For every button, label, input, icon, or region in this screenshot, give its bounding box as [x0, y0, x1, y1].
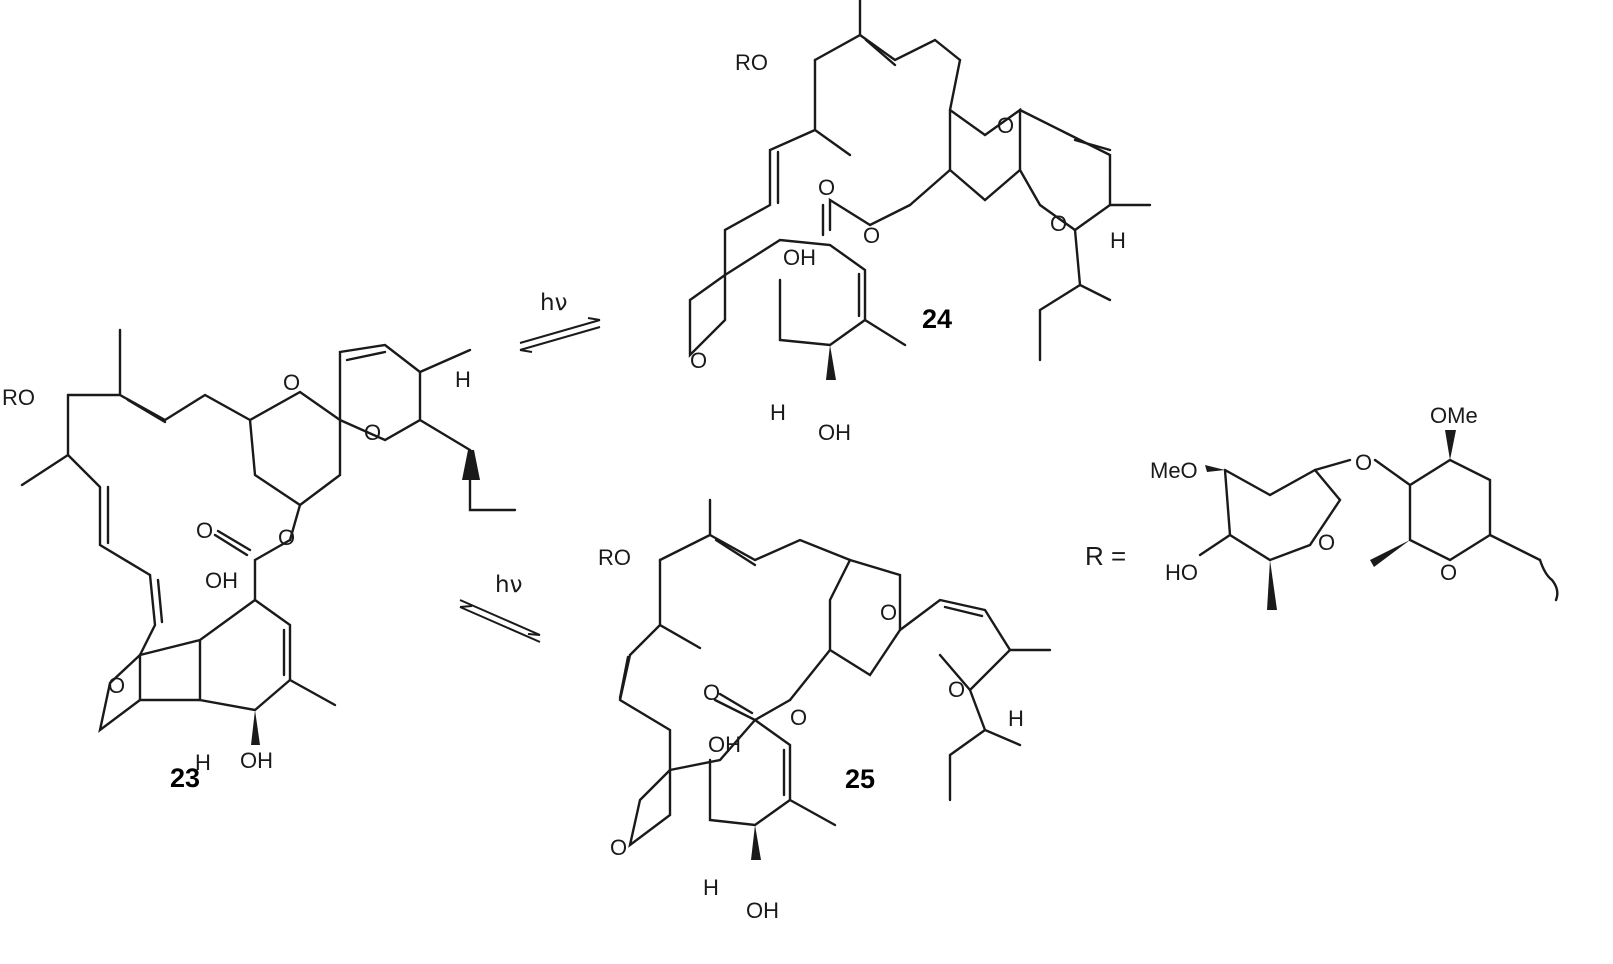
c23-oh1: OH	[205, 568, 238, 593]
c25-ester-o: O	[790, 705, 807, 730]
compound-23-structure	[20, 328, 517, 745]
c23-ring-o: O	[108, 673, 125, 698]
c24-carbonyl-o: O	[818, 175, 835, 200]
c25-pyran2-o: O	[948, 677, 965, 702]
c25-h1: H	[1008, 706, 1024, 731]
c25-ring-o: O	[610, 835, 627, 860]
c24-ring-o: O	[690, 348, 707, 373]
r-ho: HO	[1165, 560, 1198, 585]
c23-oh2: OH	[240, 748, 273, 773]
c24-h1: H	[1110, 228, 1126, 253]
r-substituent-structure	[1198, 430, 1559, 610]
compound-25-structure	[618, 498, 1052, 860]
c25-pyran-o: O	[880, 600, 897, 625]
c24-ro-label: RO	[735, 50, 768, 75]
c23-ester-o: O	[278, 525, 295, 550]
c23-carbonyl-o: O	[196, 518, 213, 543]
c23-pyran-o: O	[283, 370, 300, 395]
compound-25-label: 25	[845, 764, 875, 794]
c24-ester-o: O	[863, 223, 880, 248]
c23-ro-label: RO	[2, 385, 35, 410]
r-ome1: MeO	[1150, 458, 1198, 483]
r-ome2: OMe	[1430, 403, 1478, 428]
c24-pyran2-o: O	[1050, 211, 1067, 236]
r-ring1-o: O	[1318, 530, 1335, 555]
equilibrium-arrow-bottom	[459, 599, 541, 643]
r-link-o: O	[1355, 450, 1372, 475]
r-equals-label: R =	[1085, 541, 1126, 571]
equilibrium-arrow-top	[519, 317, 601, 353]
c24-oh1: OH	[783, 245, 816, 270]
bottom-arrow-condition: hν	[495, 572, 522, 598]
c23-h1: H	[455, 367, 471, 392]
c24-h2: H	[770, 400, 786, 425]
c25-oh2: OH	[746, 898, 779, 923]
compound-23-label: 23	[170, 763, 200, 793]
c25-carbonyl-o: O	[703, 680, 720, 705]
c25-ro-label: RO	[598, 545, 631, 570]
compound-24-structure	[688, 0, 1152, 380]
compound-24-label: 24	[922, 304, 952, 334]
c25-h2: H	[703, 875, 719, 900]
top-arrow-condition: hν	[540, 290, 567, 316]
c23-h2: H	[195, 750, 211, 775]
c23-pyran2-o: O	[364, 420, 381, 445]
c25-oh1: OH	[708, 732, 741, 757]
c24-oh2: OH	[818, 420, 851, 445]
c24-pyran-o: O	[997, 113, 1014, 138]
r-ring2-o: O	[1440, 560, 1457, 585]
